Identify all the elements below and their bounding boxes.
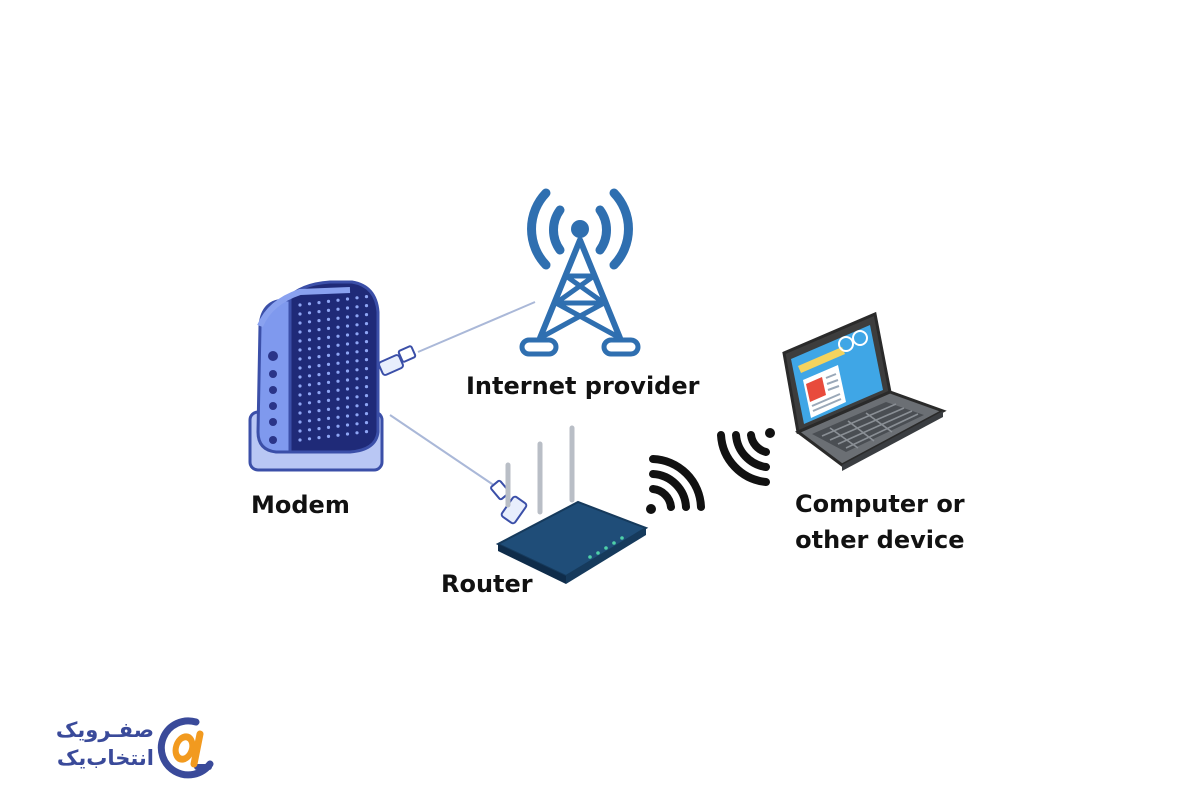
computer-label-line1: Computer or	[795, 490, 965, 518]
brand-logo-line2: انتخاب‌یک	[56, 746, 154, 770]
modem-to-provider-cable	[417, 301, 536, 353]
brand-logo-mark-icon	[157, 717, 214, 779]
router-icon	[495, 425, 649, 584]
modem-status-lights	[268, 351, 278, 444]
brand-logo: صفـرویک انتخاب‌یک	[30, 712, 220, 784]
cell-tower-icon	[519, 188, 641, 357]
router-label: Router	[441, 570, 533, 598]
computer-label: Computer or other device	[795, 486, 965, 558]
modem-to-router-cable	[389, 414, 499, 489]
modem-vent-grid	[298, 295, 369, 442]
laptop-icon	[782, 311, 947, 471]
wifi-icon	[717, 428, 775, 486]
internet-provider-label: Internet provider	[466, 372, 700, 400]
modem-label: Modem	[251, 491, 350, 519]
brand-logo-line1: صفـرویک	[55, 718, 154, 742]
cable-plug-router	[490, 479, 528, 525]
brand-logo-text: صفـرویک انتخاب‌یک	[30, 716, 154, 772]
cable-plug-modem	[378, 345, 417, 376]
computer-label-line2: other device	[795, 526, 965, 554]
modem-icon	[248, 280, 384, 472]
wifi-icon	[646, 455, 705, 514]
